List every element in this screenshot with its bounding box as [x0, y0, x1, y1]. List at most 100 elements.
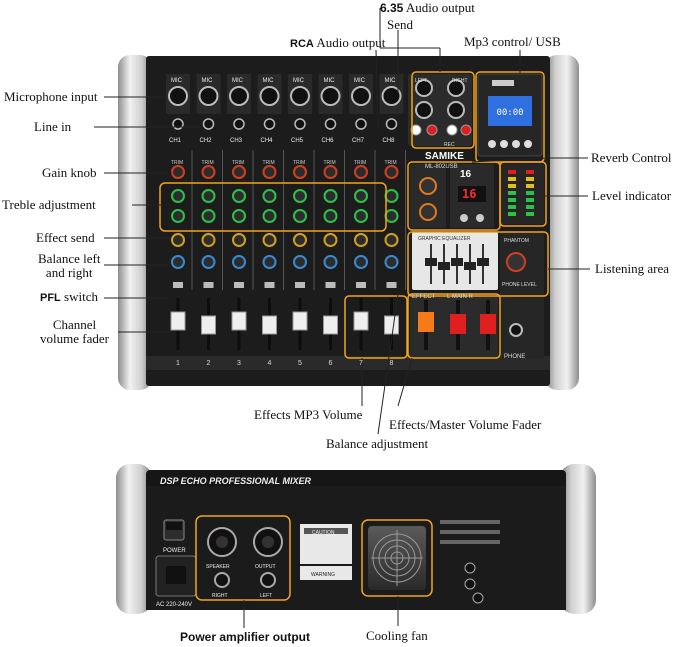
label-mp3-control-usb: Mp3 control/ USB — [464, 34, 561, 49]
mic-label: MIC — [232, 78, 243, 84]
label-rca-prefix: RCA — [290, 38, 314, 50]
mic-jack — [379, 74, 404, 130]
mic-jack — [349, 74, 373, 130]
rec-label: REC — [444, 142, 455, 148]
rear-speaker-label: SPEAKER — [206, 564, 230, 570]
level-led — [508, 198, 516, 202]
trim-label: TRIM — [354, 160, 367, 166]
channel-knobs — [171, 150, 193, 290]
channel-label: CH6 — [321, 138, 334, 144]
channel-knobs — [201, 150, 223, 290]
label-pfl-prefix: PFL — [40, 292, 61, 304]
phone-level-label: PHONE LEVEL — [502, 282, 537, 288]
rear-caution-label: CAUTION — [312, 530, 335, 536]
brand-area — [408, 146, 472, 164]
mic-jack — [196, 74, 221, 130]
mic-label: MIC — [384, 78, 396, 84]
power-amp-output-highlight — [195, 515, 291, 601]
side-panel-right — [545, 55, 579, 390]
label-635-audio-output: 6.35 Audio output — [380, 0, 475, 16]
mic-label: MIC — [323, 78, 335, 84]
label-635-number: 6.35 — [380, 1, 404, 15]
trim-label: TRIM — [232, 160, 245, 166]
brand-label: SAMIKE — [425, 151, 464, 162]
rear-warning-label: WARNING — [311, 572, 335, 578]
channel-fader-row — [170, 298, 399, 350]
label-effects-master-fader: Effects/Master Volume Fader — [389, 417, 542, 432]
channel-knobs — [354, 150, 376, 290]
model-label: ML-802USB — [425, 164, 458, 170]
mic-jack — [318, 74, 343, 130]
mic-jack — [166, 74, 190, 130]
channel-knobs — [384, 150, 406, 290]
graphic-eq-module — [412, 232, 498, 290]
fader-number: 8 — [389, 360, 394, 367]
svg-text:00:00: 00:00 — [496, 108, 523, 118]
level-led — [508, 191, 516, 195]
main-left-fader-knob — [450, 314, 466, 334]
level-led — [526, 170, 534, 174]
leader-lines — [94, 8, 590, 435]
label-pfl-suffix: switch — [60, 289, 98, 304]
channel-fader — [353, 298, 369, 350]
fader-number: 3 — [237, 360, 241, 367]
channel-knobs — [323, 150, 345, 290]
label-rca-text: Audio output — [313, 35, 386, 50]
channel-strips — [171, 150, 406, 290]
level-led — [508, 212, 516, 216]
mic-input-row — [166, 74, 404, 130]
master-fader-module — [410, 296, 544, 358]
level-led — [526, 205, 534, 209]
label-effect-send: Effect send — [36, 230, 95, 245]
channel-label: CH2 — [199, 138, 212, 144]
channel-label: CH7 — [352, 138, 365, 144]
rear-power-label: POWER — [163, 548, 186, 554]
mixer-front: 00:00 — [118, 55, 579, 390]
level-led — [508, 184, 516, 188]
trim-label: TRIM — [201, 160, 214, 166]
effect-label: EFFECT — [412, 294, 436, 300]
mic-label: MIC — [293, 78, 304, 84]
trim-label: TRIM — [323, 160, 336, 166]
fader-number: 1 — [176, 360, 180, 367]
label-effects-mp3-volume: Effects MP3 Volume — [254, 407, 363, 422]
dsp-number-label: 16 — [460, 169, 472, 180]
trim-label: TRIM — [384, 160, 397, 166]
label-635-text: Audio output — [403, 0, 475, 15]
fader-number: 2 — [206, 360, 211, 367]
mixer-rear — [116, 464, 596, 614]
left-output-label: LEFT — [415, 78, 428, 84]
level-indicator-module — [500, 164, 544, 224]
fader-number: 4 — [267, 360, 272, 367]
label-send: Send — [387, 17, 413, 32]
trim-label: TRIM — [262, 160, 275, 166]
channel-knobs — [232, 150, 254, 290]
reverb-dsp-module — [410, 164, 494, 228]
label-rca-audio-output: RCA Audio output — [290, 36, 385, 51]
level-led — [508, 170, 516, 174]
phantom-label: PHANTOM — [504, 238, 529, 244]
effect-fader-knob — [418, 312, 434, 332]
trim-label: TRIM — [293, 160, 306, 166]
channel-fader — [292, 298, 308, 350]
mic-jack — [288, 74, 312, 130]
rear-title: DSP ECHO PROFESSIONAL MIXER — [160, 476, 312, 486]
channel-fader — [262, 298, 277, 350]
rear-ac-label: AC 220-240V — [156, 602, 193, 608]
dsp-led-display — [458, 186, 486, 202]
label-level-indicator: Level indicator — [592, 188, 672, 203]
listening-area-module — [500, 232, 544, 296]
channel-label: CH5 — [291, 138, 304, 144]
label-balance-adjustment: Balance adjustment — [326, 436, 429, 451]
geq-slider-knob — [477, 258, 489, 266]
channel-fader — [170, 298, 186, 350]
highlight-boxes — [159, 71, 549, 359]
geq-slider-knob — [464, 262, 476, 270]
channel-label: CH8 — [382, 138, 395, 144]
level-led — [526, 198, 534, 202]
rear-output-label: OUTPUT — [255, 564, 276, 570]
fader-number: 5 — [298, 360, 302, 367]
channel-fader — [323, 298, 338, 350]
channel-label: CH3 — [230, 138, 243, 144]
